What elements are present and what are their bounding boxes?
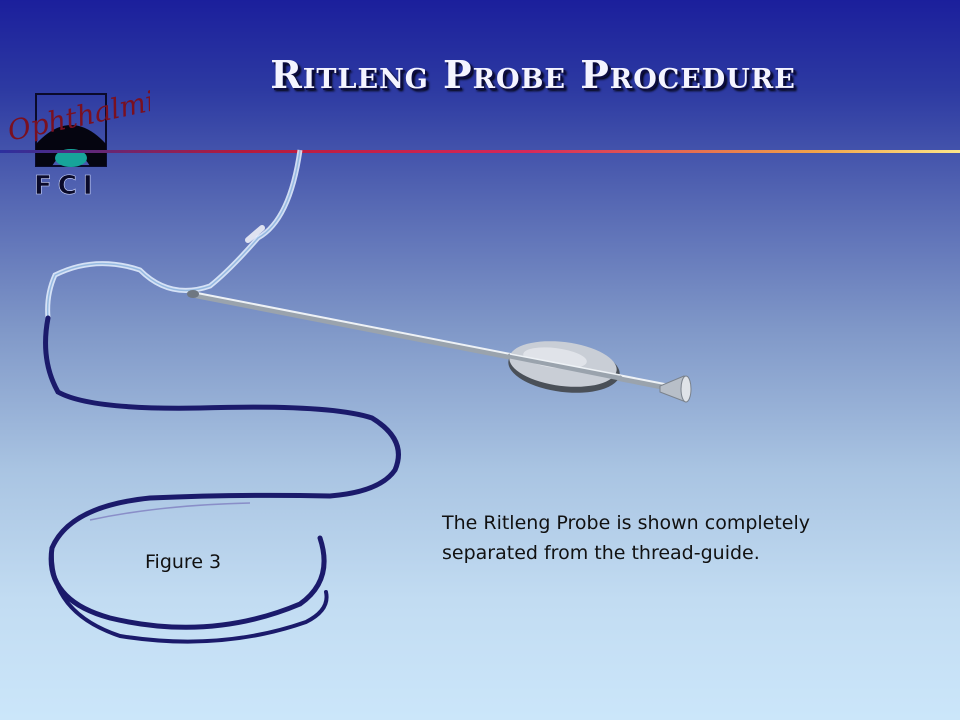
- thread-guide-loop: [43, 315, 401, 630]
- caption-line-2: separated from the thread-guide.: [442, 542, 760, 564]
- thread-guide-loop-outer: [49, 546, 329, 644]
- ophthalmics-fci-logo: Ophthalmics FCI: [5, 84, 150, 200]
- thread-guide-tube: [45, 149, 303, 319]
- svg-text:FCI: FCI: [34, 171, 99, 200]
- page-title: Ritleng Probe Procedure: [270, 52, 796, 97]
- figure-label: Figure 3: [145, 551, 222, 573]
- figure-caption: The Ritleng Probe is shown completely se…: [442, 508, 922, 568]
- title-divider: [0, 150, 960, 153]
- caption-line-1: The Ritleng Probe is shown completely: [442, 512, 811, 534]
